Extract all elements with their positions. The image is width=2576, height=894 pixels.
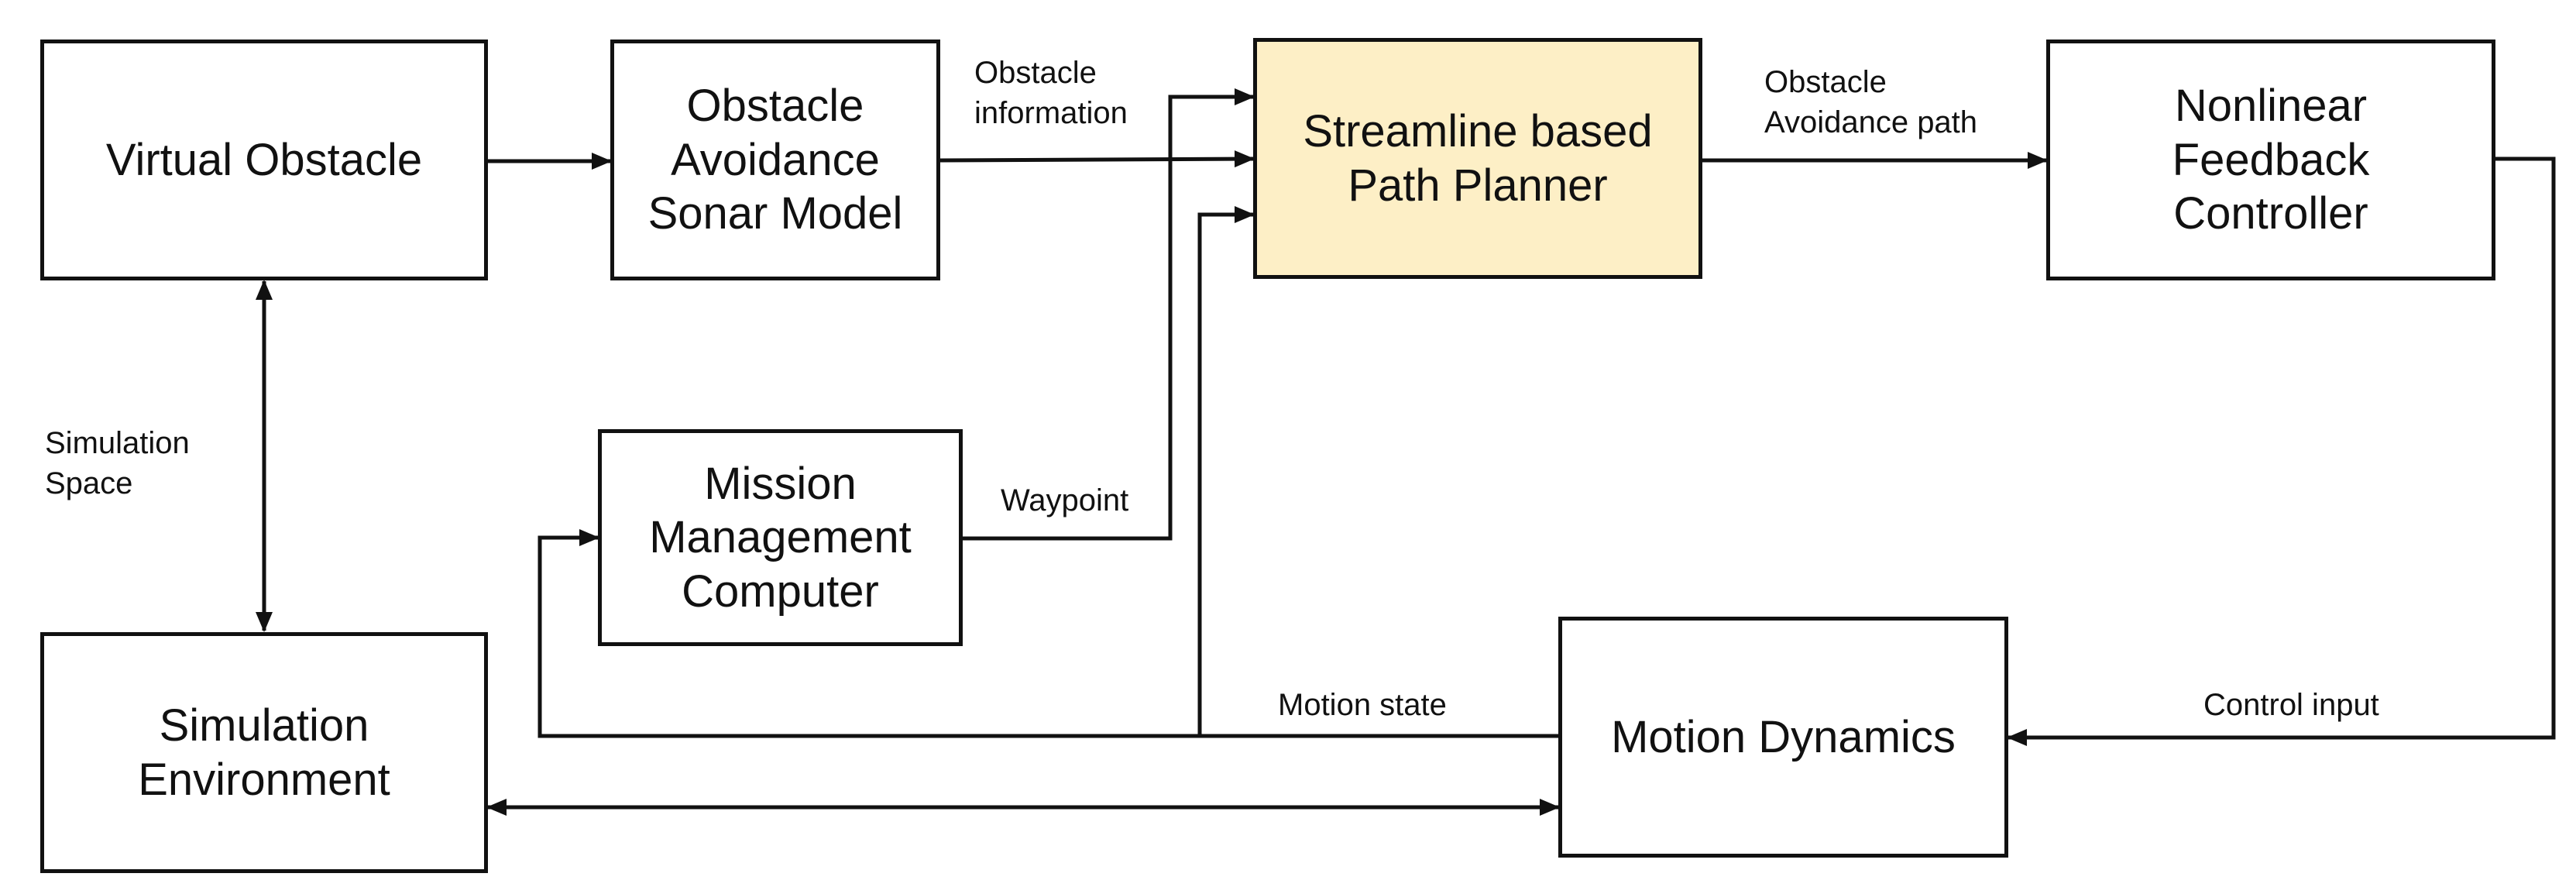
- motion-dynamics-label: Motion Dynamics: [1611, 711, 1956, 762]
- mission-computer-label: Mission Management Computer: [649, 458, 912, 617]
- mission-computer-block: Mission Management Computer: [598, 429, 963, 646]
- path-planner-block: Streamline based Path Planner: [1253, 38, 1702, 279]
- arrow-controller-to-dynamics: [2007, 156, 2556, 746]
- arrow-sonar-to-planner: [939, 150, 1255, 168]
- arrow-motion-state-to-planner: [1197, 206, 1558, 738]
- obstacle-information-label: Obstacle information: [974, 56, 1128, 130]
- motion-dynamics-block: Motion Dynamics: [1558, 617, 2008, 858]
- simulation-space-label: Simulation Space: [45, 426, 190, 500]
- control-input-label: Control input: [2203, 688, 2379, 722]
- waypoint-label: Waypoint: [1001, 483, 1129, 517]
- feedback-controller-label: Nonlinear Feedback Controller: [2172, 81, 2370, 239]
- feedback-controller-block: Nonlinear Feedback Controller: [2046, 40, 2495, 280]
- virtual-obstacle-block: Virtual Obstacle: [40, 40, 488, 280]
- sonar-model-block: Obstacle Avoidance Sonar Model: [610, 40, 940, 280]
- obstacle-avoidance-path-label: Obstacle Avoidance path: [1764, 65, 1978, 139]
- simulation-environment-label: Simulation Environment: [138, 700, 390, 805]
- arrow-motion-state-to-mission: [538, 529, 1200, 738]
- simulation-environment-block: Simulation Environment: [40, 632, 488, 873]
- sonar-model-label: Obstacle Avoidance Sonar Model: [647, 81, 903, 239]
- motion-state-label: Motion state: [1278, 688, 1447, 722]
- arrow-waypoint-to-planner: [963, 88, 1255, 541]
- path-planner-label: Streamline based Path Planner: [1303, 105, 1653, 211]
- virtual-obstacle-label: Virtual Obstacle: [105, 134, 423, 185]
